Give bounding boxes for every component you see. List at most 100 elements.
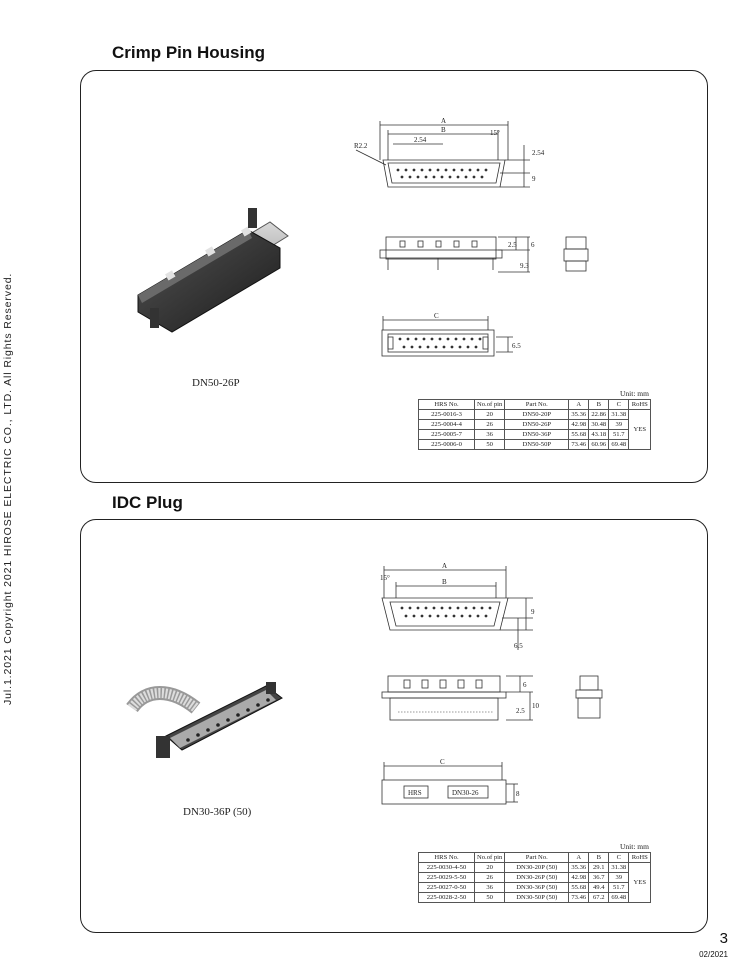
cell-a: 35.36 — [568, 862, 590, 873]
dn30-36p-product-image — [126, 682, 283, 758]
cell-b: 30.48 — [588, 419, 610, 430]
cell-pins: 36 — [473, 429, 506, 440]
section-title-idc-plug: IDC Plug — [112, 493, 183, 512]
cell-hrs-no: 225-0016-3 — [418, 409, 475, 420]
cell-part-no: DN50-26P — [504, 419, 570, 430]
col-a: A — [568, 852, 590, 863]
cell-c: 69.48 — [608, 892, 630, 903]
table-row: 225-0006-0 50 DN50-50P 73.46 60.96 69.48 — [418, 439, 651, 450]
cell-hrs-no: 225-0030-4-50 — [418, 862, 475, 873]
cell-pins: 20 — [473, 409, 506, 420]
cell-pins: 26 — [473, 872, 506, 883]
dim-label-d6: 6.5 — [512, 342, 521, 350]
cell-part-no: DN50-36P — [504, 429, 570, 440]
cell-hrs-no: 225-0028-2-50 — [418, 892, 475, 903]
cell-hrs-no: 225-0027-0-50 — [418, 882, 475, 893]
cell-a: 42.98 — [568, 872, 590, 883]
dim-label-d5: 10 — [532, 702, 540, 710]
cell-pins: 26 — [473, 419, 506, 430]
dim-label-d4: 6 — [531, 241, 535, 249]
cell-b: 22.86 — [588, 409, 610, 420]
cell-b: 49.4 — [588, 882, 610, 893]
cell-hrs-no: 225-0006-0 — [418, 439, 475, 450]
col-no-of-pin: No.of pin — [473, 852, 506, 863]
col-rohs: RoHS — [628, 852, 652, 863]
hrs-marking: HRS — [408, 789, 422, 797]
cell-c: 39 — [608, 419, 630, 430]
cell-part-no: DN50-50P — [504, 439, 570, 450]
col-a: A — [568, 399, 590, 410]
cell-a: 35.36 — [568, 409, 590, 420]
dn50-26p-product-image — [137, 208, 289, 333]
dim-label-d1: 9 — [531, 608, 535, 616]
cell-c: 51.7 — [608, 429, 630, 440]
cell-c: 69.48 — [608, 439, 630, 450]
col-c: C — [608, 399, 630, 410]
dim-label-d5: 9.3 — [520, 262, 529, 270]
cell-b: 67.2 — [588, 892, 610, 903]
table-row: 225-0016-3 20 DN50-20P 35.36 22.86 31.38… — [418, 409, 652, 450]
col-c: C — [608, 852, 630, 863]
dim-label-angle: 15° — [490, 129, 500, 137]
cell-part-no: DN50-20P — [504, 409, 570, 420]
dim-label-angle: 15° — [380, 574, 390, 582]
cell-pins: 36 — [473, 882, 506, 893]
cell-c: 31.38 — [608, 409, 630, 420]
dim-label-d2: 9 — [532, 175, 536, 183]
dim-label-c: C — [434, 312, 439, 320]
table-row: 225-0030-4-50 20 DN30-20P (50) 35.36 29.… — [418, 862, 652, 903]
unit-label: Unit: mm — [620, 842, 649, 851]
dim-label-a: A — [441, 117, 446, 125]
dim-label-b: B — [441, 126, 446, 134]
cell-hrs-no: 225-0029-5-50 — [418, 872, 475, 883]
cell-a: 55.68 — [568, 429, 590, 440]
cell-b: 36.7 — [588, 872, 610, 883]
cell-part-no: DN30-26P (50) — [504, 872, 570, 883]
dim-label-d1: 2.54 — [532, 149, 545, 157]
table-row: 225-0004-4 26 DN50-26P 42.98 30.48 39 — [418, 419, 651, 430]
idc-plug-dimension-drawing: A B 15° 9 6.5 6 2.5 10 C 8 HRS DN30-26 — [380, 562, 603, 805]
cell-a: 73.46 — [568, 439, 590, 450]
col-hrs-no: HRS No. — [418, 852, 475, 863]
side-copyright-notice: Jul.1.2021 Copyright 2021 HIROSE ELECTRI… — [2, 272, 14, 705]
table-row: 225-0027-0-50 36 DN30-36P (50) 55.68 49.… — [418, 882, 651, 893]
col-no-of-pin: No.of pin — [473, 399, 506, 410]
cell-pins: 20 — [473, 862, 506, 873]
cell-rohs: YES — [628, 409, 652, 450]
crimp-pin-housing-dimension-drawing: A B 2.54 15° R2.2 2.54 9 2.5 6 9.3 C 6.5 — [354, 117, 589, 357]
cell-b: 43.18 — [588, 429, 610, 440]
col-part-no: Part No. — [504, 852, 570, 863]
cell-a: 55.68 — [568, 882, 590, 893]
idc-plug-spec-table: HRS No. No.of pin Part No. A B C RoHS 22… — [418, 852, 652, 903]
dim-label-d3: 6 — [523, 681, 527, 689]
page-date: 02/2021 — [699, 950, 728, 959]
cell-a: 42.98 — [568, 419, 590, 430]
cell-pins: 50 — [473, 892, 506, 903]
part-marking: DN30-26 — [452, 789, 479, 797]
dim-label-radius: R2.2 — [354, 142, 368, 150]
cell-hrs-no: 225-0005-7 — [418, 429, 475, 440]
col-hrs-no: HRS No. — [418, 399, 475, 410]
dim-label-c: C — [440, 758, 445, 766]
col-b: B — [588, 399, 610, 410]
table-row: 225-0028-2-50 50 DN30-50P (50) 73.46 67.… — [418, 892, 651, 903]
cell-a: 73.46 — [568, 892, 590, 903]
cell-rohs: YES — [628, 862, 652, 903]
cell-c: 39 — [608, 872, 630, 883]
cell-hrs-no: 225-0004-4 — [418, 419, 475, 430]
cell-c: 31.38 — [608, 862, 630, 873]
dim-label-b: B — [442, 578, 447, 586]
dim-label-d6: 8 — [516, 790, 520, 798]
unit-label: Unit: mm — [620, 389, 649, 398]
cell-part-no: DN30-50P (50) — [504, 892, 570, 903]
table-header-row: HRS No. No.of pin Part No. A B C RoHS — [418, 399, 652, 410]
cell-b: 60.96 — [588, 439, 610, 450]
dim-label-pitch: 2.54 — [414, 136, 427, 144]
cell-part-no: DN30-36P (50) — [504, 882, 570, 893]
dim-label-d2: 6.5 — [514, 642, 523, 650]
section-title-crimp-pin-housing: Crimp Pin Housing — [112, 43, 265, 62]
col-rohs: RoHS — [628, 399, 652, 410]
cell-c: 51.7 — [608, 882, 630, 893]
product-caption: DN30-36P (50) — [183, 806, 252, 818]
dim-label-d3: 2.5 — [508, 241, 517, 249]
